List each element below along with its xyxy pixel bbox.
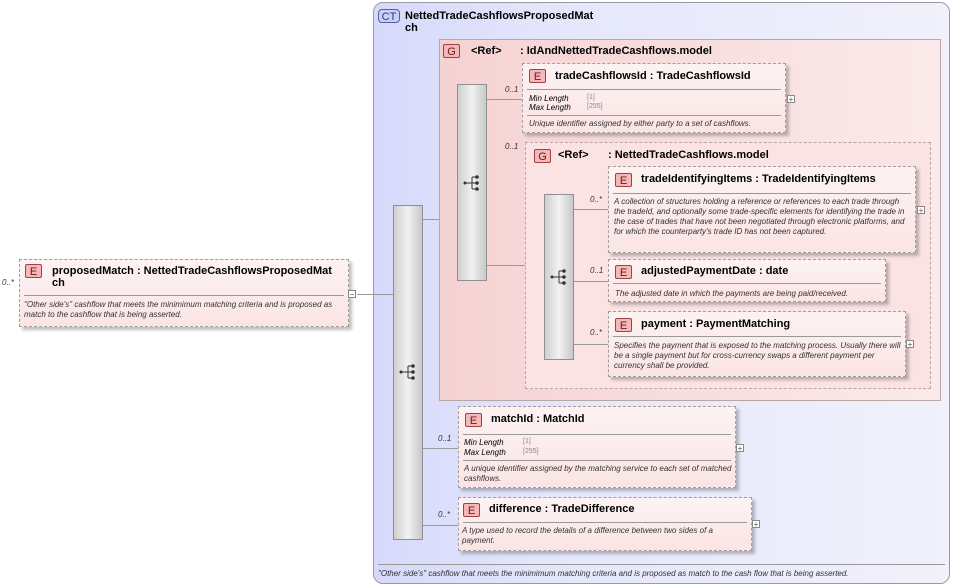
group-name: : IdAndNettedTradeCashflows.model xyxy=(520,45,712,57)
facet-value: [255] xyxy=(587,103,603,110)
element-doc: Unique identifier assigned by either par… xyxy=(529,119,751,128)
element-tag: E xyxy=(615,265,632,279)
expand-icon[interactable]: + xyxy=(736,444,744,453)
sequence-icon xyxy=(550,269,566,285)
element-tag: E xyxy=(25,264,42,278)
cardinality: 0..1 xyxy=(505,142,519,151)
expand-icon[interactable]: + xyxy=(906,340,914,349)
group-tag: G xyxy=(443,44,460,58)
facet-label: Min Length xyxy=(529,94,569,103)
element-tradeidentifyingitems[interactable]: E tradeIdentifyingItems : TradeIdentifyi… xyxy=(608,166,916,253)
element-name: tradeCashflowsId : TradeCashflowsId xyxy=(555,70,751,82)
complex-type-tag: CT xyxy=(378,9,400,23)
group-ref: <Ref> xyxy=(558,149,589,161)
connector xyxy=(574,209,608,210)
separator xyxy=(527,115,781,116)
separator xyxy=(613,193,911,194)
connector xyxy=(357,294,373,295)
facet-label: Max Length xyxy=(464,448,506,457)
connector xyxy=(487,265,525,266)
separator xyxy=(613,283,881,284)
element-name: matchId : MatchId xyxy=(491,413,585,425)
group-ref: <Ref> xyxy=(471,45,502,57)
root-element-name: proposedMatch : NettedTradeCashflowsProp… xyxy=(52,265,332,289)
separator xyxy=(463,460,731,461)
sequence-icon xyxy=(399,364,415,380)
element-tag: E xyxy=(463,503,480,517)
separator xyxy=(527,89,781,90)
element-doc: A unique identifier assigned by the matc… xyxy=(464,464,732,483)
group-tag: G xyxy=(534,149,551,163)
separator xyxy=(378,564,945,565)
connector xyxy=(423,525,458,526)
cardinality: 0..* xyxy=(590,195,603,204)
root-element-box[interactable]: E proposedMatch : NettedTradeCashflowsPr… xyxy=(19,259,349,327)
root-cardinality: 0..* xyxy=(2,278,15,287)
cardinality: 0..1 xyxy=(590,266,604,275)
complex-type-name: NettedTradeCashflowsProposedMat ch xyxy=(405,10,594,34)
cardinality: 0..* xyxy=(438,510,451,519)
facet-label: Max Length xyxy=(529,103,571,112)
connector xyxy=(487,99,522,100)
element-doc: A collection of structures holding a ref… xyxy=(614,197,905,236)
separator xyxy=(613,336,901,337)
facet-value: [1] xyxy=(523,438,531,445)
expand-icon[interactable]: + xyxy=(787,95,795,104)
facet-value: [255] xyxy=(523,448,539,455)
separator xyxy=(24,295,344,296)
element-doc: Specifies the payment that is exposed to… xyxy=(614,341,901,370)
facet-value: [1] xyxy=(587,94,595,101)
facet-label: Min Length xyxy=(464,438,504,447)
element-tag: E xyxy=(465,413,482,427)
connector xyxy=(574,344,608,345)
connector xyxy=(373,294,393,295)
element-name: payment : PaymentMatching xyxy=(641,318,791,330)
element-tag: E xyxy=(615,173,632,187)
element-tradecashflowsid[interactable]: E tradeCashflowsId : TradeCashflowsId Mi… xyxy=(522,63,786,133)
element-matchid[interactable]: E matchId : MatchId Min Length [1] Max L… xyxy=(458,406,736,488)
element-name: tradeIdentifyingItems : TradeIdentifying… xyxy=(641,173,876,185)
element-doc: A type used to record the details of a d… xyxy=(462,526,713,545)
element-name: adjustedPaymentDate : date xyxy=(641,265,789,277)
cardinality: 0..* xyxy=(590,328,603,337)
root-doc: "Other side's" cashflow that meets the m… xyxy=(24,300,333,319)
connector xyxy=(574,281,608,282)
element-doc: The adjusted date in which the payments … xyxy=(615,289,849,298)
connector xyxy=(423,219,439,220)
expand-icon[interactable]: + xyxy=(752,520,760,529)
element-adjustedpaymentdate[interactable]: E adjustedPaymentDate : date The adjuste… xyxy=(608,259,886,302)
collapse-icon[interactable]: − xyxy=(348,290,356,299)
element-name: difference : TradeDifference xyxy=(489,503,635,515)
separator xyxy=(463,434,731,435)
connector xyxy=(423,448,458,449)
cardinality: 0..1 xyxy=(438,434,452,443)
element-payment[interactable]: E payment : PaymentMatching Specifies th… xyxy=(608,311,906,377)
element-tag: E xyxy=(615,318,632,332)
separator xyxy=(463,522,747,523)
sequence-icon xyxy=(463,175,479,191)
group-name: : NettedTradeCashflows.model xyxy=(608,149,769,161)
complex-type-doc: "Other side's" cashflow that meets the m… xyxy=(378,569,849,578)
element-difference[interactable]: E difference : TradeDifference A type us… xyxy=(458,497,752,551)
element-tag: E xyxy=(529,69,546,83)
cardinality: 0..1 xyxy=(505,85,519,94)
expand-icon[interactable]: + xyxy=(917,206,925,215)
